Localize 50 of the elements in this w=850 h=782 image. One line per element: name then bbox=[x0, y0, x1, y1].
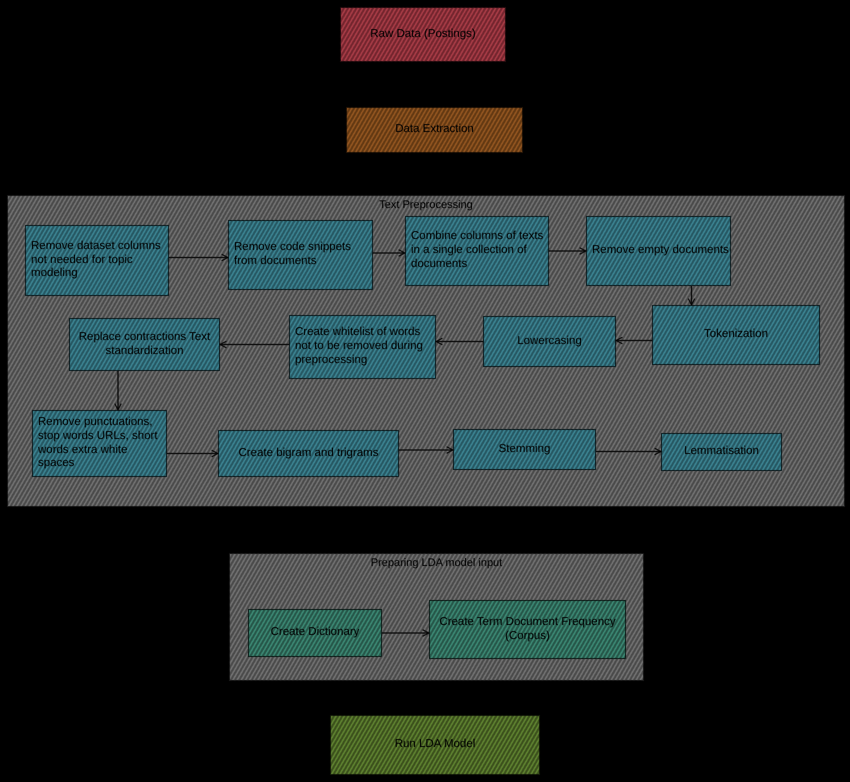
box-label: Create bigram and trigrams bbox=[238, 446, 378, 460]
process-box bbox=[429, 600, 626, 659]
box-label: Lemmatisation bbox=[684, 445, 759, 459]
box-label: Run LDA Model bbox=[394, 738, 476, 752]
box-label: Remove code snippets from documents bbox=[234, 241, 352, 269]
process-box bbox=[661, 433, 782, 471]
process-box bbox=[453, 429, 596, 470]
process-box bbox=[405, 216, 549, 286]
arrow bbox=[688, 286, 696, 306]
arrow bbox=[399, 446, 454, 454]
process-box bbox=[32, 410, 167, 477]
box-label: Stemming bbox=[498, 442, 550, 456]
group-title: Text Preprocessing bbox=[378, 199, 474, 212]
process-box bbox=[248, 609, 382, 657]
box-label: Raw Data (Postings) bbox=[370, 28, 476, 42]
arrow bbox=[373, 249, 406, 257]
arrow bbox=[167, 450, 219, 458]
box-label: Lowercasing bbox=[517, 334, 582, 348]
process-box bbox=[330, 715, 540, 775]
box-label: Remove dataset columns not needed for topic modeling bbox=[31, 240, 162, 282]
box-label: Remove empty documents bbox=[592, 244, 729, 258]
box-label: Combine columns of texts in a single collection of documents bbox=[411, 230, 544, 272]
process-box bbox=[483, 316, 616, 367]
box-label: Tokenization bbox=[704, 328, 768, 342]
process-box bbox=[289, 315, 436, 379]
box-label: Replace contractions Text standardization bbox=[78, 330, 212, 358]
process-box bbox=[586, 216, 731, 286]
box-label: Create Dictionary bbox=[270, 626, 360, 640]
process-box bbox=[228, 220, 373, 290]
process-box bbox=[346, 107, 523, 153]
arrow bbox=[596, 448, 662, 456]
group-panel bbox=[7, 195, 845, 507]
box-label: Data Extraction bbox=[395, 123, 474, 137]
box-label: Create Term Document Frequency (Corpus) bbox=[438, 616, 617, 644]
arrow bbox=[219, 340, 289, 348]
arrow bbox=[382, 629, 430, 637]
box-label: Remove punctuations, stop words URLs, short words extra white spaces bbox=[38, 416, 159, 472]
arrow bbox=[615, 336, 652, 344]
arrow bbox=[114, 371, 122, 411]
group-title: Preparing LDA model input bbox=[370, 557, 504, 570]
arrow bbox=[435, 338, 483, 346]
arrow bbox=[169, 254, 229, 262]
box-label: Create whitelist of words not to be removed during preprocessing bbox=[295, 326, 424, 368]
process-box bbox=[652, 305, 820, 365]
arrow bbox=[549, 247, 587, 255]
group-panel bbox=[229, 553, 644, 681]
process-box bbox=[25, 225, 169, 296]
process-box bbox=[218, 430, 399, 477]
process-box bbox=[340, 7, 506, 62]
process-box bbox=[69, 318, 220, 371]
